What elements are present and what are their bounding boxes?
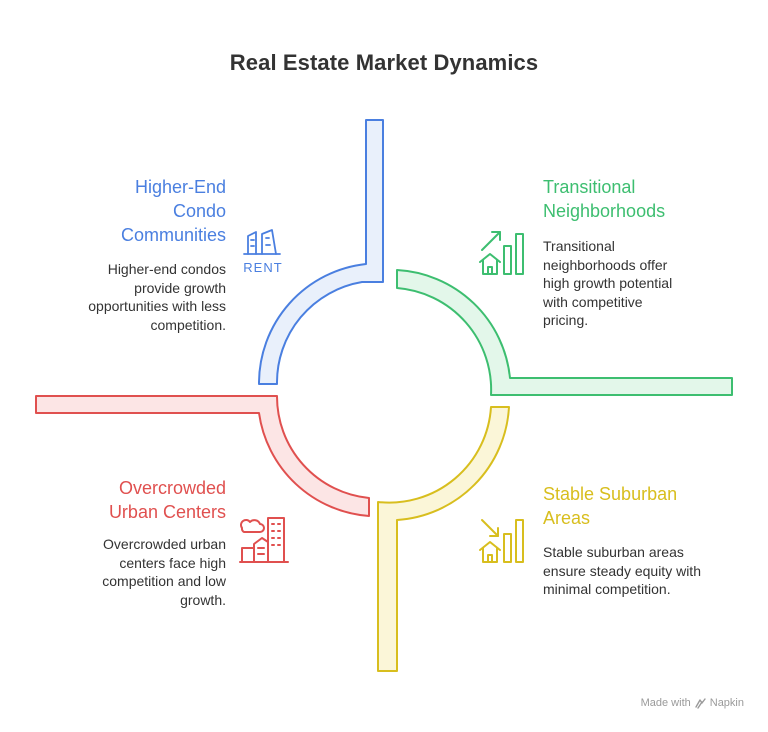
growth-chart-house-icon xyxy=(479,231,524,275)
quadrant-title-bottom-right: Stable Suburban Areas xyxy=(543,484,678,528)
quadrant-title-top-left: Higher-End Condo Communities xyxy=(120,177,226,245)
rent-icon-text: RENT xyxy=(243,260,282,275)
napkin-watermark: Made with Napkin xyxy=(641,697,744,709)
made-with-label: Made with xyxy=(640,697,691,709)
shape-top-left xyxy=(257,119,384,385)
shape-bottom-right xyxy=(377,406,510,672)
napkin-brand: Napkin xyxy=(709,697,744,709)
quadrant-title-top-right: Transitional Neighborhoods xyxy=(543,177,666,221)
rent-building-icon: RENT xyxy=(243,229,282,275)
quadrant-description-bottom-left: Overcrowded urban centers face high comp… xyxy=(102,536,226,608)
quadrant-title-bottom-left: Overcrowded Urban Centers xyxy=(108,478,226,522)
shape-top-right xyxy=(396,269,733,396)
quadrant-description-top-right: Transitional neighborhoods offer high gr… xyxy=(543,238,673,329)
napkin-logo-icon xyxy=(695,697,706,709)
city-buildings-icon xyxy=(239,517,289,563)
stable-chart-house-icon xyxy=(479,519,524,563)
quadrant-description-top-left: Higher-end condos provide growth opportu… xyxy=(88,261,226,333)
quadrant-description-bottom-right: Stable suburban areas ensure steady equi… xyxy=(543,544,701,598)
shape-bottom-left xyxy=(35,395,370,517)
page-title: Real Estate Market Dynamics xyxy=(229,50,539,75)
